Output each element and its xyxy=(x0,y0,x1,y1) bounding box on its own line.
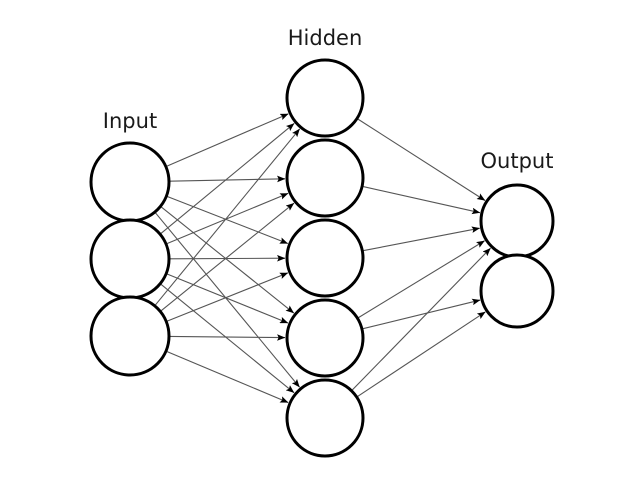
node-hidden-4[interactable] xyxy=(285,298,365,378)
connection-i2-to-h5 xyxy=(159,283,295,394)
connection-i1-to-h3 xyxy=(166,195,289,244)
node-input-3[interactable] xyxy=(89,295,171,377)
connection-h2-to-o1 xyxy=(361,185,481,215)
node-hidden-5[interactable] xyxy=(285,378,365,458)
label-hidden: Hidden xyxy=(288,26,363,50)
connection-h4-to-o2 xyxy=(361,298,481,330)
connection-i1-to-h1 xyxy=(165,113,289,168)
node-output-1[interactable] xyxy=(479,183,555,259)
label-input: Input xyxy=(103,109,157,133)
connection-i3-to-h3 xyxy=(166,272,289,323)
edge-group-input-to-hidden xyxy=(154,113,301,403)
node-input-1[interactable] xyxy=(89,141,171,223)
connection-i1-to-h5 xyxy=(154,211,300,388)
connection-h1-to-o1 xyxy=(356,118,486,201)
connection-h5-to-o2 xyxy=(356,311,486,398)
node-hidden-3[interactable] xyxy=(285,218,365,298)
edge-group-hidden-to-output xyxy=(351,118,491,398)
connection-i1-to-h4 xyxy=(160,205,295,314)
connection-i2-to-h1 xyxy=(159,123,295,235)
connection-i3-to-h1 xyxy=(154,128,301,307)
connection-i2-to-h3 xyxy=(168,254,286,262)
connection-i2-to-h2 xyxy=(165,192,289,245)
node-output-2[interactable] xyxy=(479,253,555,329)
node-group xyxy=(89,58,555,458)
connection-i3-to-h4 xyxy=(168,334,286,341)
connection-h5-to-o1 xyxy=(351,247,491,392)
connection-i2-to-h4 xyxy=(165,273,289,324)
node-hidden-2[interactable] xyxy=(285,138,365,218)
connection-i3-to-h2 xyxy=(159,202,295,312)
connection-h3-to-o1 xyxy=(362,226,481,252)
label-output: Output xyxy=(481,149,554,173)
node-input-2[interactable] xyxy=(89,218,171,300)
connection-i1-to-h2 xyxy=(168,175,286,183)
connection-i3-to-h5 xyxy=(165,350,289,403)
node-hidden-1[interactable] xyxy=(285,58,365,138)
connection-h4-to-o1 xyxy=(357,240,485,319)
